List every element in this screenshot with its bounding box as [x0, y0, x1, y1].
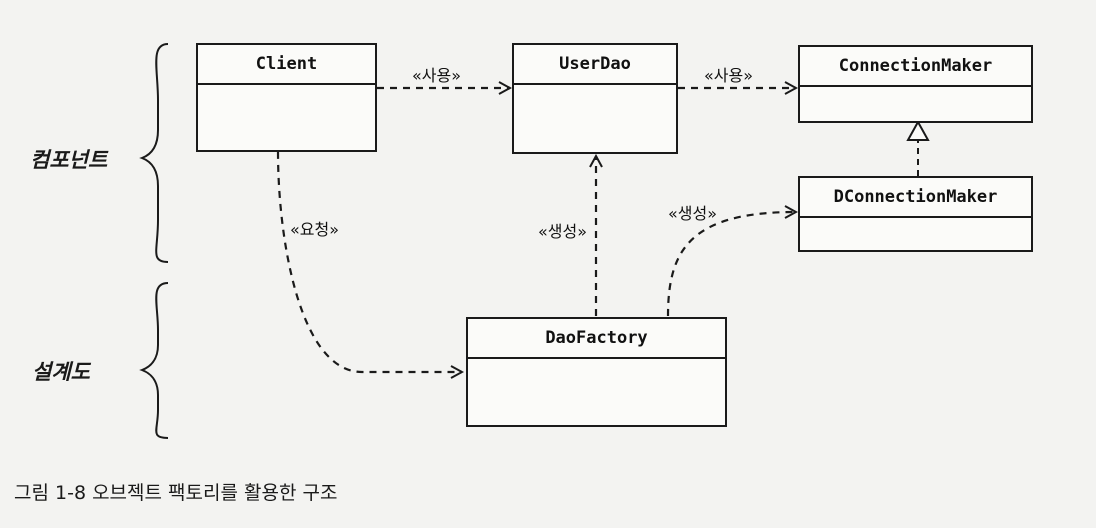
arrow-daofactory-dconnectionmaker [666, 212, 796, 317]
class-userdao-name: UserDao [514, 45, 676, 85]
label-daofactory-dconnectionmaker: «생성» [668, 204, 718, 223]
side-label-blueprint: 설계도 [32, 360, 90, 384]
class-connectionmaker-name: ConnectionMaker [800, 47, 1031, 87]
class-userdao: UserDao [512, 43, 678, 154]
arrow-client-daofactory [276, 151, 462, 372]
label-client-daofactory: «요청» [290, 220, 340, 239]
figure-caption: 그림 1-8 오브젝트 팩토리를 활용한 구조 [14, 482, 338, 504]
side-label-component: 컴포넌트 [30, 148, 108, 172]
label-userdao-connectionmaker: «사용» [704, 66, 754, 85]
blueprint-brace [139, 282, 169, 439]
label-client-userdao: «사용» [412, 66, 462, 85]
class-client: Client [196, 43, 377, 152]
class-daofactory: DaoFactory [466, 317, 727, 427]
class-dconnectionmaker-name: DConnectionMaker [800, 178, 1031, 218]
class-daofactory-name: DaoFactory [468, 319, 725, 359]
realization-triangle [906, 119, 930, 141]
class-client-name: Client [198, 45, 375, 85]
class-connectionmaker: ConnectionMaker [798, 45, 1033, 123]
class-dconnectionmaker: DConnectionMaker [798, 176, 1033, 252]
component-brace [139, 43, 169, 263]
label-daofactory-userdao: «생성» [538, 222, 588, 241]
